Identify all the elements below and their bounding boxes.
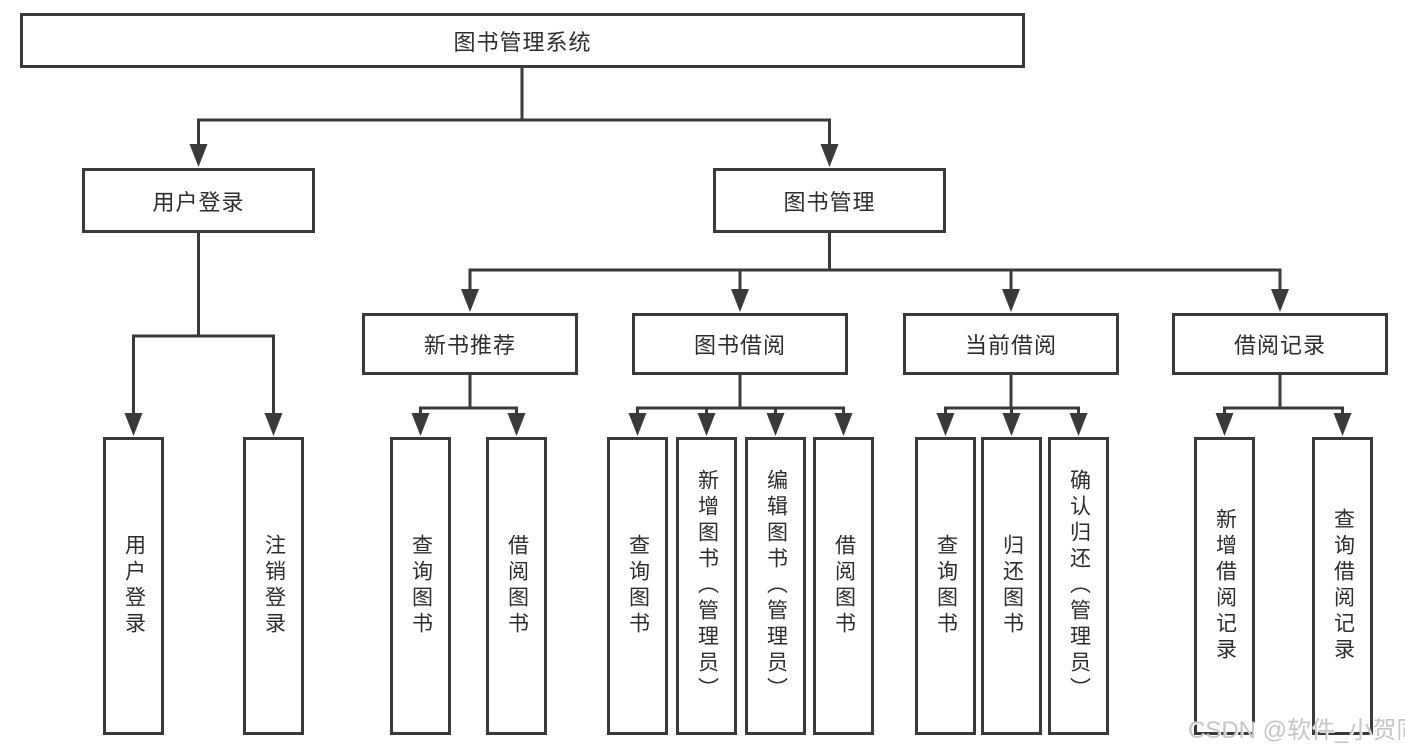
- leaf-edit-book-admin: 编辑图书（管理员）: [745, 437, 806, 735]
- leaf-add-book-admin-label: 新增图书（管理员）: [695, 469, 719, 703]
- leaf-borrow-books-label: 借阅图书: [832, 534, 856, 638]
- leaf-borrow-books: 借阅图书: [813, 437, 874, 735]
- leaf-return-book: 归还图书: [981, 437, 1042, 735]
- leaf-confirm-return-admin-label: 确认归还（管理员）: [1067, 469, 1091, 703]
- leaf-user-login: 用户登录: [103, 437, 164, 735]
- node-root-label: 图书管理系统: [453, 29, 592, 55]
- node-borrow-records-label: 借阅记录: [1233, 333, 1326, 358]
- node-new-book-recommend-label: 新书推荐: [423, 333, 516, 358]
- csdn-watermark: CSDN @软件_小贺同学: [1188, 717, 1405, 744]
- leaf-query-borrow-record-label: 查询借阅记录: [1331, 508, 1355, 664]
- leaf-user-login-label: 用户登录: [122, 534, 146, 638]
- leaf-query-books-borrow-label: 查询图书: [626, 534, 650, 638]
- node-book-management: 图书管理: [713, 168, 946, 233]
- leaf-query-books-recommend-label: 查询图书: [409, 534, 433, 638]
- node-user-login: 用户登录: [82, 168, 315, 233]
- leaf-edit-book-admin-label: 编辑图书（管理员）: [764, 469, 788, 703]
- leaf-query-books-borrow: 查询图书: [607, 437, 668, 735]
- leaf-add-book-admin: 新增图书（管理员）: [676, 437, 737, 735]
- leaf-logout-label: 注销登录: [262, 534, 286, 638]
- leaf-query-borrow-record: 查询借阅记录: [1312, 437, 1373, 735]
- node-user-login-label: 用户登录: [152, 189, 245, 215]
- leaf-confirm-return-admin: 确认归还（管理员）: [1048, 437, 1109, 735]
- node-current-borrow: 当前借阅: [903, 313, 1119, 375]
- leaf-logout: 注销登录: [243, 437, 304, 735]
- leaf-add-borrow-record-label: 新增借阅记录: [1213, 508, 1237, 664]
- node-root: 图书管理系统: [20, 13, 1025, 68]
- node-book-borrow: 图书借阅: [632, 313, 848, 375]
- node-new-book-recommend: 新书推荐: [362, 313, 578, 375]
- leaf-query-books-current-label: 查询图书: [934, 534, 958, 638]
- leaf-query-books-current: 查询图书: [915, 437, 976, 735]
- node-borrow-records: 借阅记录: [1172, 313, 1388, 375]
- node-book-borrow-label: 图书借阅: [693, 333, 786, 358]
- leaf-add-borrow-record: 新增借阅记录: [1194, 437, 1255, 735]
- leaf-query-books-recommend: 查询图书: [390, 437, 451, 735]
- leaf-borrow-books-recommend-label: 借阅图书: [505, 534, 529, 638]
- node-current-borrow-label: 当前借阅: [964, 333, 1057, 358]
- node-book-management-label: 图书管理: [783, 189, 876, 215]
- leaf-borrow-books-recommend: 借阅图书: [486, 437, 547, 735]
- leaf-return-book-label: 归还图书: [1000, 534, 1024, 638]
